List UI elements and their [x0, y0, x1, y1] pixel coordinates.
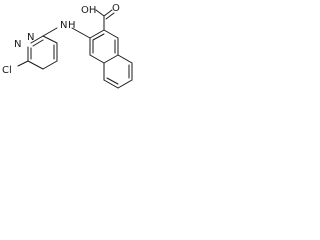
chemical-structure: OH O N H N N Cl	[2, 3, 133, 89]
bond-c1-cl	[17, 60, 29, 67]
bond-c-oh	[95, 9, 105, 17]
bond-pyridazine-c6-c1	[27, 60, 44, 70]
bond-naph-c6-c5-inner	[106, 77, 119, 85]
bond-c-o-double-1	[103, 9, 113, 17]
atom-label-n-ring-2: N	[27, 32, 34, 43]
atom-label-o: O	[112, 3, 120, 14]
bond-pyridazine-n2-c3-inner	[32, 39, 44, 47]
bond-naph-c8a-c4a	[103, 54, 119, 64]
bond-naph-c4a-c4	[89, 54, 105, 64]
bond-naph-c2-c1	[103, 29, 119, 39]
bond-nh-c3naph	[71, 27, 91, 39]
bond-pyridazine-c5-c6	[42, 60, 58, 70]
bond-pyridazine-c3-c4	[42, 35, 58, 44]
bonds	[17, 9, 133, 89]
atom-label-cl: Cl	[2, 65, 12, 76]
bond-pyridazine-n2-c3	[30, 35, 44, 44]
bond-c-o-double-2	[105, 12, 115, 20]
atom-labels: OH O N H N N Cl	[2, 3, 120, 76]
atom-label-oh: OH	[81, 5, 96, 16]
atom-label-n-ring-1: N	[14, 39, 21, 50]
atom-label-h-amine: H	[68, 20, 76, 31]
bond-naph-c8a-c8	[117, 54, 133, 64]
atom-label-n-amine: N	[60, 20, 67, 31]
bond-naph-c3-c2-inner	[92, 33, 105, 41]
bond-naph-c3-c2	[89, 29, 105, 39]
bond-naph-c6-c5	[103, 79, 119, 89]
bond-naph-c7-c6	[117, 79, 133, 89]
bond-c3-nh	[42, 27, 58, 37]
